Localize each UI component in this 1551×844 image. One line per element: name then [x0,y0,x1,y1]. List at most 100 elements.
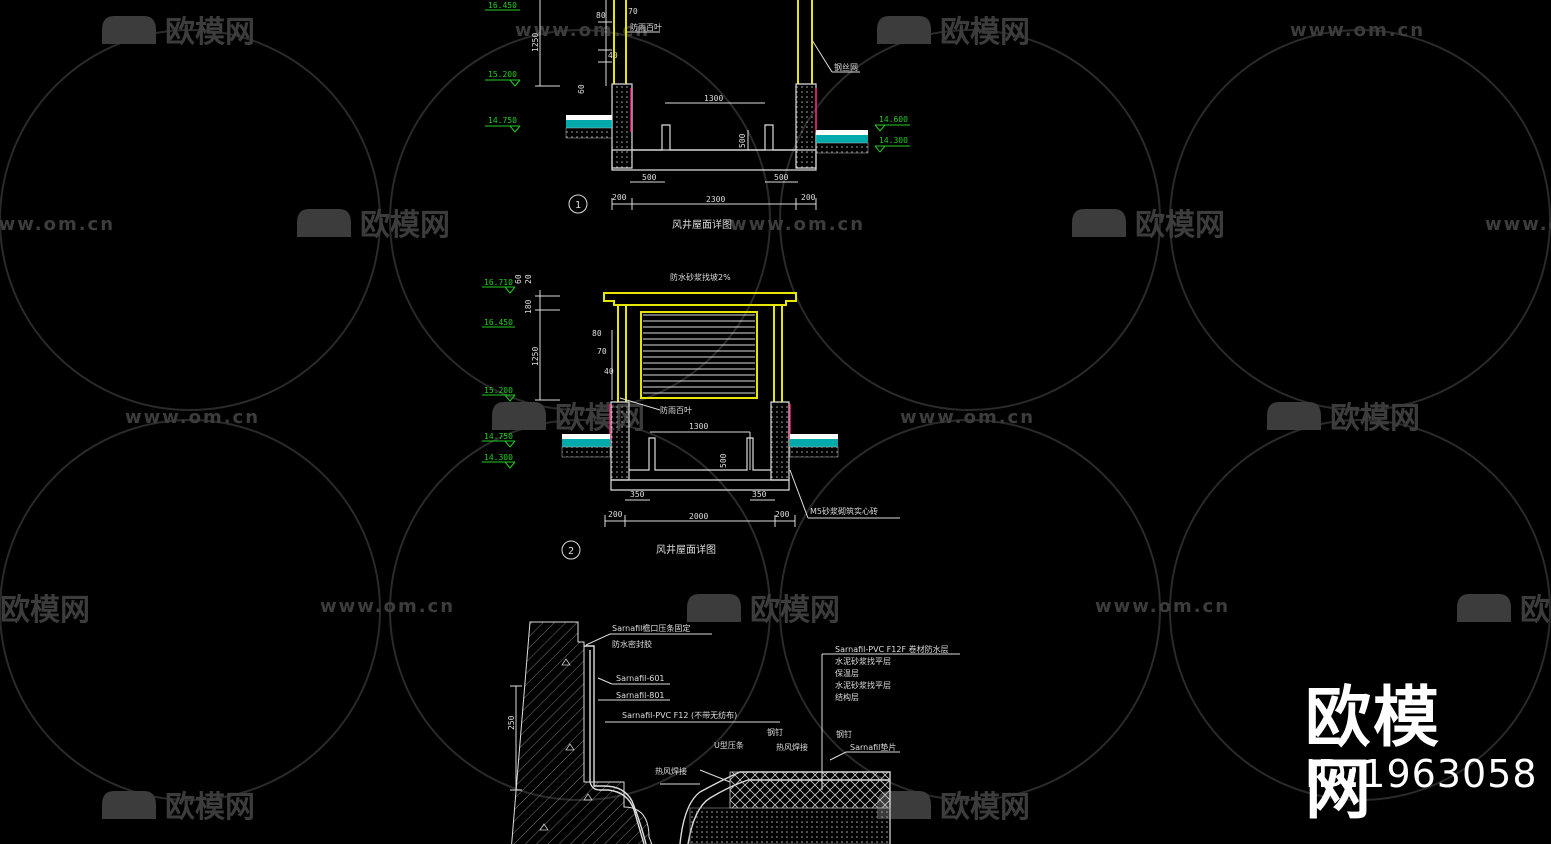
dim-label: 500 [774,173,789,182]
dim-label: 200 [775,510,790,519]
level-marks-1 [485,9,910,153]
wm-brand: 欧模网 [165,15,255,50]
wm-url: www.om.cn [730,214,865,235]
layer-label: 水泥砂浆找平层 [835,656,891,666]
sofa-icon [102,16,156,44]
wm-url: www.om.cn [1290,20,1425,41]
dim-label: 2300 [706,195,725,204]
level-label: 14.300 [879,136,908,145]
dim-label: 350 [752,490,767,499]
watermark-texts: 欧模网 欧模网 欧模网 欧模网 欧模网 欧模网 欧模网 欧模网 欧模网 欧模网 … [0,15,1551,825]
sofa-icon [1072,209,1126,237]
brand-logo-text: 欧模网 [1305,679,1441,828]
wm-brand: 欧模网 [940,15,1030,50]
layer-label: 结构层 [835,692,859,702]
layer-label: Sarnafil檐口压条固定 [612,623,690,633]
note-label: 钢丝网 [834,62,858,72]
note-label: 防雨百叶 [630,22,662,32]
layer-label: 热风焊接 [776,742,808,752]
wm-brand: 欧模网 [555,401,645,436]
detail-2: 16.710 16.450 15.200 14.750 14.300 60 20… [482,272,900,560]
level-label: 15.200 [484,386,513,395]
detail-1: 16.450 15.200 14.750 14.600 14.300 80 70… [485,0,910,231]
dim-label: 180 [524,299,533,314]
level-label: 14.750 [484,432,513,441]
wm-url: www.om.cn [320,596,455,617]
layer-label: 防水密封胶 [612,639,652,649]
detail-3: 250 Sarnafil檐口压条固定 防水密封胶 Sarnafil-601 Sa… [507,621,960,844]
wm-brand: 欧模网 [360,208,450,243]
detail-title: 风井屋面详图 [672,218,732,231]
detail-title: 风井屋面详图 [656,543,716,556]
layer-label: 热风焊接 [655,766,687,776]
dim-label: 60 [514,274,523,284]
dim-label: 80 [592,329,602,338]
sofa-icon [297,209,351,237]
wm-brand: 欧模网 [0,593,90,628]
note-label: 防水砂浆找坡2% [670,272,731,282]
level-label: 14.750 [488,116,517,125]
level-label: 16.450 [488,1,517,10]
layer-label: Sarnafil-PVC F12F 卷材防水层 [835,644,949,654]
dim-label: 1300 [689,422,708,431]
dim-label: 70 [597,347,607,356]
wm-brand: 欧模网 [1330,401,1420,436]
detail-index: 1 [575,200,581,211]
level-label: 14.600 [879,115,908,124]
watermark-arcs [0,29,1551,801]
dim-label: 40 [604,367,614,376]
dim-label: 20 [524,274,533,284]
level-label: 15.200 [488,70,517,79]
dim-label: 1250 [531,347,540,366]
dim-label: 60 [577,84,586,94]
dim-label: 250 [507,715,516,730]
sofa-icon [687,594,741,622]
dim-label: 40 [608,51,618,60]
layer-label: Sarnafil-PVC F12 (不带无纺布) [622,710,737,720]
sofa-icon [102,791,156,819]
sofa-icon [1267,402,1321,430]
detail-index: 2 [568,546,574,557]
dim-label: 200 [801,193,816,202]
dim-label: 1300 [704,94,723,103]
wm-url: www.om.cn [900,407,1035,428]
dim-label: 70 [628,7,638,16]
wm-brand: 欧模网 [940,790,1030,825]
wm-brand: 欧模网 [1520,593,1551,628]
layer-label: 保温层 [835,668,859,678]
dim-label: 80 [596,11,606,20]
layer-label: 钢钉 [836,729,852,739]
layer-label: 水泥砂浆找平层 [835,680,891,690]
level-label: 14.300 [484,453,513,462]
note-label: 防雨百叶 [660,405,692,415]
layer-label: Sarnafil垫片 [850,742,896,752]
dim-label: 500 [738,133,747,148]
dim-label: 200 [612,193,627,202]
layer-label: U型压条 [714,740,744,750]
level-label: 16.450 [484,318,513,327]
layer-label: Sarnafil-801 [616,691,665,700]
wm-url: www.om.cn [125,407,260,428]
level-label: 16.710 [484,278,513,287]
wm-url: www.om.cn [0,214,115,235]
wm-brand: 欧模网 [750,593,840,628]
dim-label: 1250 [531,33,540,52]
dim-label: 350 [630,490,645,499]
roof-layers-1 [565,115,869,154]
dim-label: 500 [719,453,728,468]
wm-brand: 欧模网 [165,790,255,825]
wm-brand: 欧模网 [1135,208,1225,243]
wm-url: www.om.cn [1485,214,1551,235]
wm-sofa-icons [102,16,1511,819]
dim-label: 2000 [689,512,708,521]
note-label: M5砂浆砌筑实心砖 [810,506,878,516]
layer-label: 钢钉 [767,727,783,737]
louver [643,314,755,396]
wm-url: www.om.cn [1095,596,1230,617]
dim-label: 200 [608,510,623,519]
dim-label: 500 [642,173,657,182]
sofa-icon [1457,594,1511,622]
layer-label: Sarnafil-601 [616,674,665,683]
brand-id: ID:1963058 [1305,752,1538,796]
